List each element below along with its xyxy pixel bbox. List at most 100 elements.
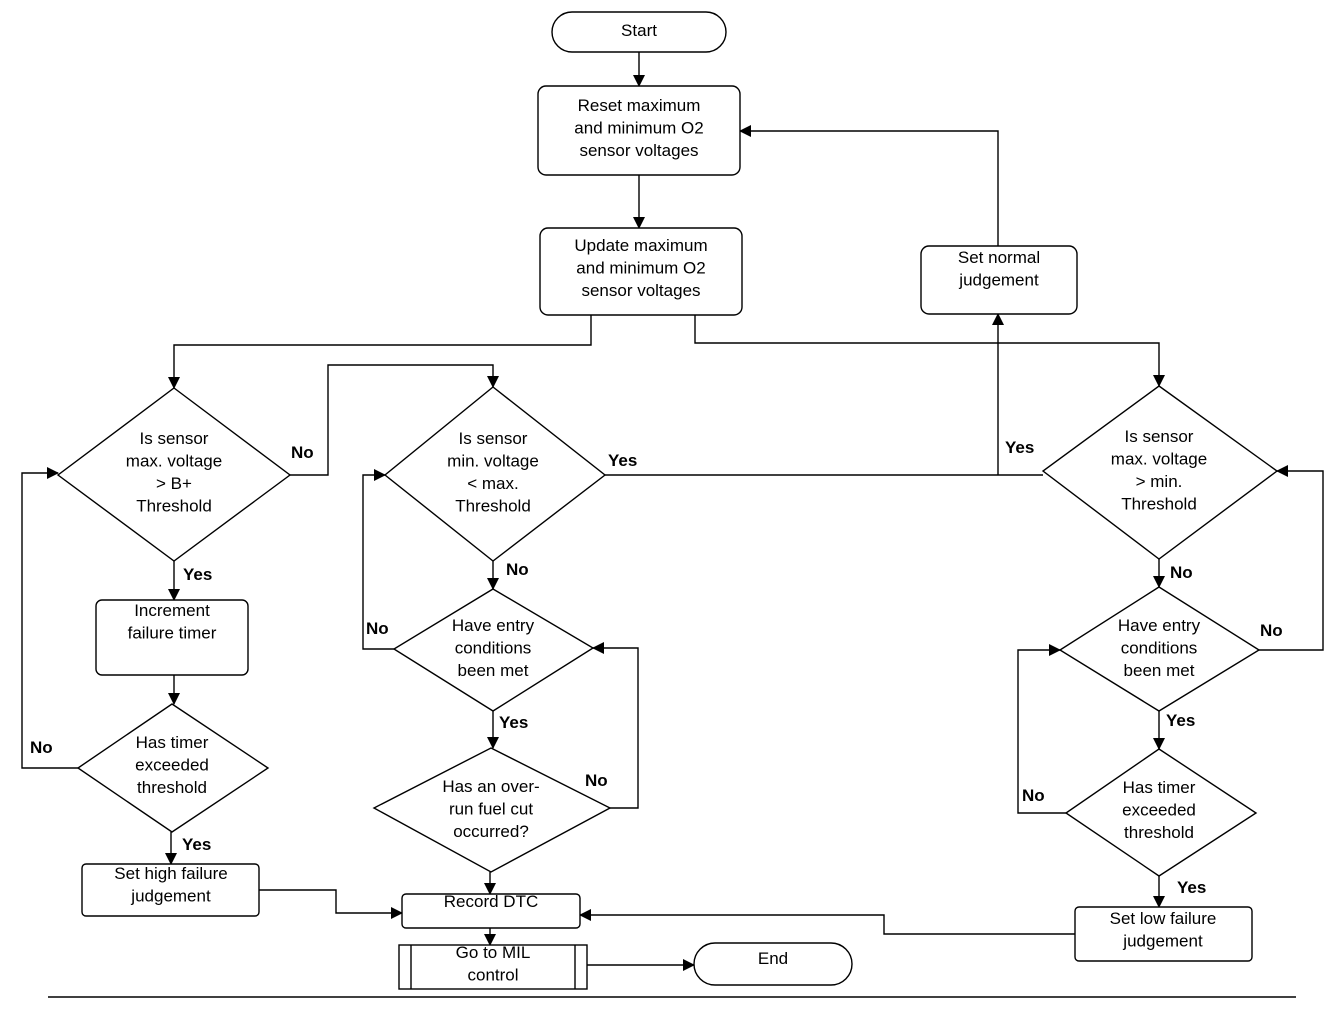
node-label-line: Is sensor: [140, 429, 209, 448]
node-label-line: Set normal: [958, 248, 1040, 267]
reset-voltages-box: [537, 85, 741, 176]
node-label-line: Set low failure: [1110, 909, 1217, 928]
node-label-line: judgement: [1122, 932, 1203, 951]
node-label-line: failure timer: [128, 624, 217, 643]
edge-label-no: No: [1260, 621, 1283, 640]
node-label-line: Start: [621, 21, 657, 40]
edge-right-entry-no-loop: [1259, 465, 1324, 651]
node-label-line: and minimum O2: [576, 259, 705, 278]
edge-label-no: No: [585, 771, 608, 790]
decision-min-voltage-max-threshold: [383, 386, 607, 562]
edge-update-right-diamond: [694, 315, 1165, 387]
timer-left-label: Has timer exceeded threshold: [135, 733, 209, 797]
decision-entry-conditions-mid: [392, 588, 595, 712]
edge-label-yes: Yes: [608, 451, 637, 470]
decision-timer-exceeded-left: [76, 703, 270, 833]
edge-entry-no-loop: [362, 469, 394, 650]
end-label: End: [758, 949, 788, 968]
edge-label-yes: Yes: [182, 835, 211, 854]
set-low-failure-box: [1074, 906, 1253, 962]
node-label-line: min. voltage: [447, 452, 539, 471]
edge-label-yes: Yes: [1166, 711, 1195, 730]
node-label-line: Is sensor: [1125, 427, 1194, 446]
node-label-line: Has an over-: [442, 777, 539, 796]
decision-timer-exceeded-right: [1064, 748, 1258, 877]
edge-set-high-record: [259, 889, 403, 919]
node-label-line: Go to MIL: [456, 943, 531, 962]
decision-max-min-label: Is sensor max. voltage > min. Threshold: [1111, 427, 1207, 514]
increment-label: Increment failure timer: [128, 601, 217, 643]
node-label-line: Has timer: [1123, 778, 1196, 797]
edge-labels: No Yes Yes Yes No No No Yes No No Yes Ye…: [30, 438, 1283, 897]
node-label-line: exceeded: [135, 756, 209, 775]
node-label-line: Increment: [134, 601, 210, 620]
node-label-line: run fuel cut: [449, 800, 533, 819]
node-label-line: conditions: [1121, 639, 1198, 658]
mil-control-box: [398, 944, 588, 990]
edge-label-no: No: [506, 560, 529, 579]
node-label-line: occurred?: [453, 822, 529, 841]
decision-overrun-fuel-cut: [372, 747, 612, 873]
timer-right-label: Has timer exceeded threshold: [1122, 778, 1196, 842]
record-label: Record DTC: [444, 892, 538, 911]
mil-control-process: [398, 944, 588, 990]
node-label-line: judgement: [958, 271, 1039, 290]
set-normal-label: Set normal judgement: [958, 248, 1040, 290]
record-dtc-box: [401, 893, 581, 929]
edge-set-normal-to-reset: [739, 125, 999, 246]
node-label-line: sensor voltages: [581, 281, 700, 300]
node-label-line: conditions: [455, 639, 532, 658]
edge-label-no: No: [30, 738, 53, 757]
node-label-line: been met: [1124, 661, 1195, 680]
node-label-line: sensor voltages: [579, 141, 698, 160]
node-label-line: Update maximum: [574, 236, 707, 255]
node-label-line: threshold: [1124, 823, 1194, 842]
update-voltages-box: [539, 227, 743, 316]
node-label-line: > min.: [1136, 472, 1183, 491]
node-label-line: Reset maximum: [578, 96, 701, 115]
start-terminal: [551, 11, 727, 53]
edge-label-yes: Yes: [1177, 878, 1206, 897]
edge-right-timer-no-loop: [1017, 644, 1066, 814]
set-low-label: Set low failure judgement: [1110, 909, 1217, 951]
edge-label-yes: Yes: [1005, 438, 1034, 457]
overrun-label: Has an over-run fuel cut occurred?: [442, 777, 539, 841]
update-label: Update maximum and minimum O2 sensor volta…: [574, 236, 707, 300]
entry-right-label: Have entry conditions been met: [1118, 616, 1201, 680]
set-high-failure-box: [81, 863, 260, 917]
start-label: Start: [621, 21, 657, 40]
node-label-line: < max.: [467, 474, 519, 493]
end-terminal: [693, 942, 853, 986]
node-label-line: Have entry: [452, 616, 535, 635]
node-label-line: max. voltage: [1111, 450, 1207, 469]
decision-entry-conditions-right: [1058, 586, 1261, 712]
node-label-line: Has timer: [136, 733, 209, 752]
shapes: [48, 11, 1296, 998]
node-label-line: End: [758, 949, 788, 968]
set-normal-judgement-box: [920, 245, 1078, 315]
edge-update-left-diamond: [168, 315, 592, 389]
increment-failure-timer-box: [95, 599, 249, 676]
edge-label-no: No: [366, 619, 389, 638]
edge-label-no: No: [1170, 563, 1193, 582]
edge-timer-no-loop: [21, 467, 78, 769]
connectors: [21, 52, 1324, 971]
decision-max-voltage-b-plus: [56, 387, 292, 562]
node-label-line: threshold: [137, 778, 207, 797]
entry-mid-label: Have entry conditions been met: [452, 616, 535, 680]
node-label-line: Threshold: [1121, 495, 1197, 514]
node-label-line: exceeded: [1122, 801, 1196, 820]
node-label-line: been met: [458, 661, 529, 680]
node-label-line: control: [467, 966, 518, 985]
node-label-line: Record DTC: [444, 892, 538, 911]
node-label-line: Threshold: [136, 497, 212, 516]
node-label-line: max. voltage: [126, 452, 222, 471]
node-label-line: Have entry: [1118, 616, 1201, 635]
